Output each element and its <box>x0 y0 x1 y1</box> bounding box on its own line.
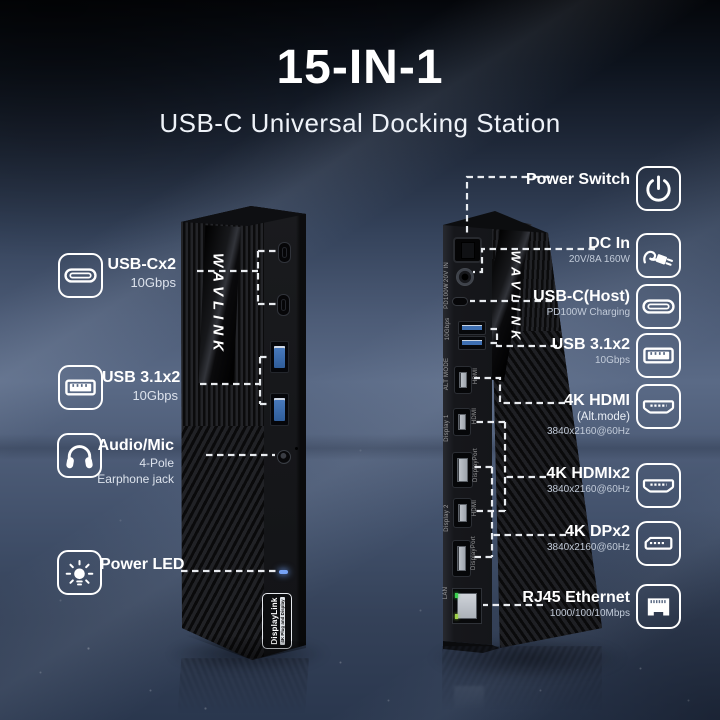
rear-port-label: DisplayPort <box>473 448 479 482</box>
callout-sublabel: Earphone jack <box>97 471 174 486</box>
usb-a-port <box>458 336 486 350</box>
callout-sublabel: 10Gbps <box>130 274 176 290</box>
usb-a-port-icon <box>58 365 103 410</box>
rear-port-label: Display 1 <box>444 414 450 442</box>
callout-label: Power LED <box>100 556 185 573</box>
usb-c-host-port <box>452 297 468 306</box>
displaylink-badge-text: DisplayLink <box>269 597 279 645</box>
callout-label: Power Switch <box>525 171 630 188</box>
hdmi-port-alt-mode <box>454 366 472 394</box>
dc-plug-icon <box>636 233 681 278</box>
rear-port-label: HDMI <box>472 407 478 425</box>
usb-c-port <box>277 294 290 316</box>
rear-port-label: 10Gbps <box>445 317 451 341</box>
power-led-indicator <box>279 570 288 574</box>
callout-sublabel: 10Gbps <box>132 387 178 403</box>
rear-dock-reflection <box>442 646 602 718</box>
displayport-port <box>452 540 471 577</box>
callout-text: Power Switch <box>490 171 630 189</box>
hdmi-port-icon <box>636 384 681 429</box>
page-subtitle: USB-C Universal Docking Station <box>159 108 561 138</box>
ethernet-led <box>455 593 458 598</box>
hdmi-port-icon <box>636 463 681 508</box>
ethernet-led <box>455 614 458 619</box>
callout-label: USB 3.1x2 <box>102 369 181 386</box>
page-title: 15-IN-1 <box>276 41 444 94</box>
displayport-port <box>452 452 473 488</box>
hdmi-port <box>453 408 471 436</box>
front-dock-reflection <box>176 658 310 720</box>
ethernet-port-icon <box>636 584 681 629</box>
usb-c-port-icon <box>58 253 103 298</box>
rear-port-label: Display 2 <box>444 504 450 532</box>
usb-a-port-icon <box>636 333 681 378</box>
light-bulb-icon <box>57 550 102 595</box>
rear-port-label: DisplayPort <box>471 536 477 570</box>
rj45-port <box>452 588 482 624</box>
rj45-reflection <box>454 686 484 712</box>
rear-port-label: HDMI <box>473 367 479 385</box>
dc-in-jack <box>456 268 474 286</box>
brand-logo: WAVLINK <box>209 252 227 357</box>
power-switch <box>453 237 482 263</box>
displaylink-badge-subtext: 4K Plug and Display <box>279 597 285 645</box>
rear-port-label: HDMI <box>472 499 478 517</box>
dock-front-view: WAVLINK DisplayLink 4K Plug and Display <box>178 204 310 666</box>
displayport-icon <box>636 521 681 566</box>
usb-a-port <box>270 341 289 373</box>
usb-a-port <box>458 321 486 335</box>
rear-port-label: LAN <box>443 586 449 600</box>
usb-a-port <box>270 393 289 426</box>
rear-port-label: PD100W <box>444 283 450 309</box>
hdmi-port <box>453 498 472 528</box>
callout-label: USB-Cx2 <box>107 256 176 273</box>
brand-logo: WAVLINK <box>508 250 524 345</box>
mic-hole <box>295 447 298 450</box>
wall-floor-horizon <box>0 434 720 460</box>
power-icon <box>636 166 681 211</box>
callout-text: Power LED <box>100 556 185 574</box>
rear-port-label: ALT MODE <box>444 357 450 391</box>
usb-c-port-icon <box>636 284 681 329</box>
audio-jack <box>277 450 291 464</box>
floor-sparkles <box>0 0 1 1</box>
usb-c-port <box>278 242 291 263</box>
